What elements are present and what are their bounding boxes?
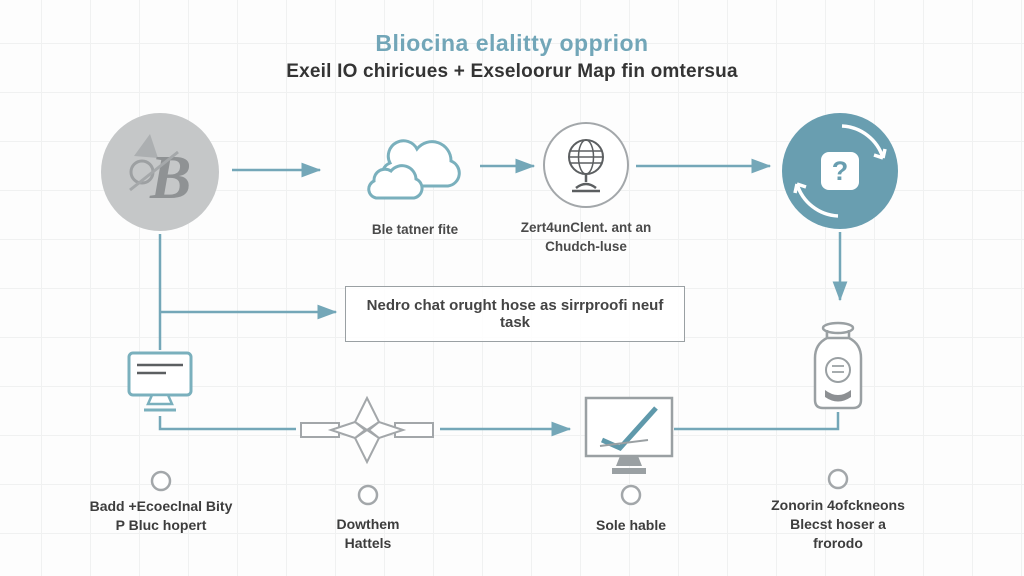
legend-bullet-2	[357, 484, 379, 506]
legend-1-line1: Badd +Ecoeclnal Bity	[89, 498, 233, 514]
monitor-icon	[127, 351, 193, 412]
compass-gear-icon	[300, 395, 434, 465]
page-title: Bliocina elalitty opprion	[375, 30, 649, 56]
page-subtitle: Exeil IO chiricues + Exseloorur Map fin …	[286, 61, 738, 82]
legend-item-4: Zonorin 4ofckneons Blecst hoser a frorod…	[745, 496, 931, 553]
legend-bullet-3	[620, 484, 642, 506]
legend-2-line1: Dowthem	[336, 516, 400, 532]
cloud-label: Ble tatner fite	[371, 222, 459, 237]
legend-bullet-4	[827, 468, 849, 490]
question-mark-glyph: ?	[832, 156, 849, 186]
legend-bullet-1	[150, 470, 172, 492]
jar-container-icon	[813, 321, 863, 410]
cloud-icon	[367, 139, 461, 200]
legend-4-line2: Blecst hoser a	[790, 516, 886, 532]
banner-text: Nedro chat orught hose as sirrproofi neu…	[366, 297, 664, 331]
question-refresh-icon: ?	[782, 113, 898, 229]
legend-2-line2: Hattels	[344, 535, 392, 551]
legend-4-line3: frorodo	[813, 535, 863, 551]
legend-4-line1: Zonorin 4ofckneons	[771, 497, 905, 513]
emblem-logo-icon: B	[101, 113, 219, 231]
globe-stand-icon	[543, 122, 629, 208]
process-banner: Nedro chat orught hose as sirrproofi neu…	[345, 286, 685, 342]
globe-label-line1: Zert4unClent. ant an	[520, 220, 652, 235]
legend-3-line1: Sole hable	[595, 517, 667, 533]
globe-label-line2: Chudch-luse	[545, 239, 627, 254]
legend-item-2: Dowthem Hattels	[297, 515, 439, 553]
legend-item-3: Sole hable	[559, 516, 703, 535]
monitor-checkmark-icon	[584, 396, 674, 474]
legend-1-line2: P Bluc hopert	[115, 517, 207, 533]
legend-item-1: Badd +Ecoeclnal Bity P Bluc hopert	[55, 497, 267, 535]
svg-text:B: B	[149, 144, 191, 212]
